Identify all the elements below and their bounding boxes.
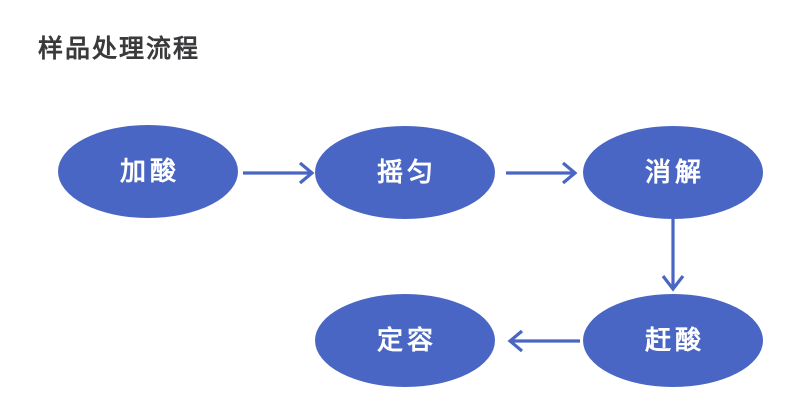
arrow-left-icon-acid-off-to-dilute	[498, 326, 580, 356]
flow-node-label: 赶酸	[644, 325, 705, 356]
flow-node-shake[interactable]: 摇匀	[315, 126, 495, 219]
flow-node-label: 定容	[376, 325, 437, 356]
arrow-right-icon-add-acid-to-shake	[243, 158, 317, 188]
flow-node-acid-off[interactable]: 赶酸	[583, 294, 763, 387]
arrow-down-icon-digest-to-acid-off	[658, 219, 688, 294]
flow-node-dilute[interactable]: 定容	[315, 294, 495, 387]
flow-node-label: 摇匀	[376, 157, 437, 188]
flow-node-label: 消解	[644, 157, 705, 188]
page-title: 样品处理流程	[38, 34, 201, 63]
arrow-right-icon-shake-to-digest	[506, 158, 580, 188]
flow-node-label: 加酸	[119, 156, 180, 187]
flow-node-add-acid[interactable]: 加酸	[58, 125, 238, 218]
flow-node-digest[interactable]: 消解	[583, 126, 763, 219]
